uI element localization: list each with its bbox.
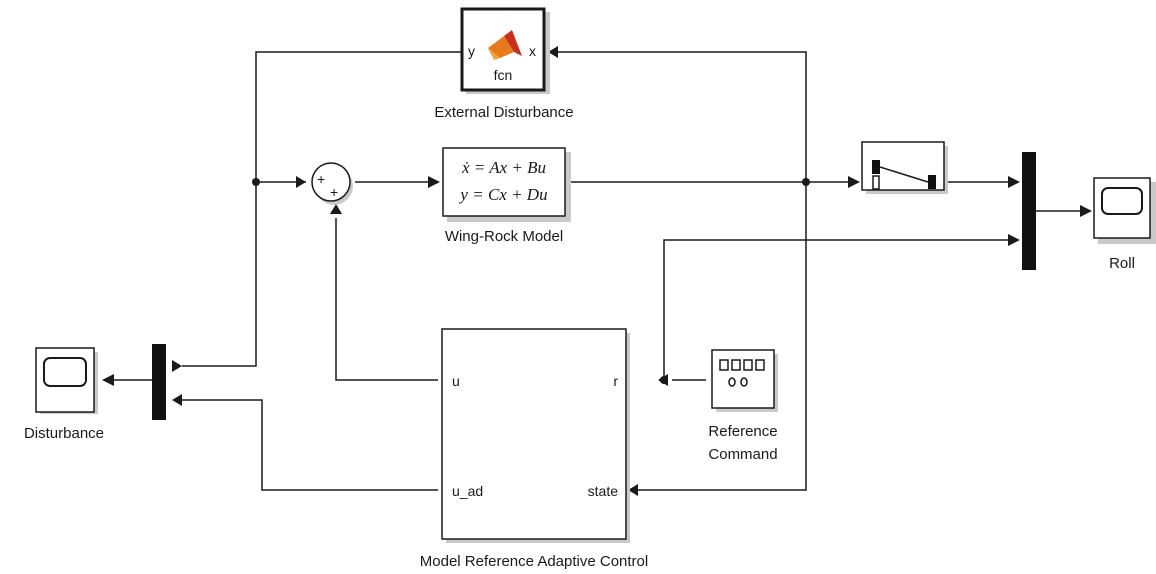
mrac-subsystem-block[interactable]: u u_ad r state: [441, 328, 630, 543]
disturbance-scope-block[interactable]: [35, 347, 98, 414]
roll-scope-block[interactable]: [1093, 177, 1156, 244]
line-ref-to-roll-mux[interactable]: [663, 239, 1012, 380]
arrowhead: [1080, 205, 1092, 217]
fcn-input-port-label: x: [529, 43, 536, 59]
wing-rock-model-label: Wing-Rock Model: [445, 228, 563, 245]
signal-editor-icon: [719, 359, 765, 387]
branch-point: [252, 178, 260, 186]
manual-switch-block[interactable]: [861, 141, 948, 194]
sum-sign-top: +: [317, 171, 325, 187]
arrowhead: [428, 176, 440, 188]
sum-sign-bottom: +: [330, 184, 338, 200]
arrowhead: [172, 360, 182, 372]
line-u-to-sum[interactable]: [335, 218, 438, 381]
arrowhead: [102, 374, 114, 386]
branch-point: [660, 376, 668, 384]
scope-screen-icon: [1101, 187, 1143, 215]
switch-output-icon: [928, 175, 936, 189]
arrowhead: [628, 484, 638, 496]
line-uad-to-mux[interactable]: [182, 399, 438, 491]
switch-lever-icon: [879, 166, 929, 183]
sum-block[interactable]: + +: [311, 162, 353, 205]
mrac-port-r: r: [613, 373, 618, 389]
arrowhead: [172, 394, 182, 406]
output-equation: y = Cx + Du: [458, 185, 547, 204]
external-disturbance-block[interactable]: y x fcn: [460, 7, 550, 94]
reference-command-label-line2: Command: [708, 446, 777, 463]
fcn-name-label: fcn: [494, 67, 513, 83]
mrac-port-state: state: [588, 483, 619, 499]
line-state-to-mrac[interactable]: [637, 182, 807, 491]
branch-points: [252, 178, 810, 384]
mrac-label: Model Reference Adaptive Control: [420, 553, 648, 570]
line-disturbance-to-mux[interactable]: [182, 51, 462, 367]
branch-point: [802, 178, 810, 186]
reference-command-label-line1: Reference: [708, 423, 777, 440]
line-state-to-fcn[interactable]: [557, 51, 807, 182]
fcn-output-port-label: y: [468, 43, 475, 59]
wing-rock-model-block[interactable]: ẋ = Ax + Bu y = Cx + Du: [442, 147, 571, 222]
signal-lines: [112, 51, 1082, 491]
switch-port-1-icon: [872, 160, 880, 174]
disturbance-label: Disturbance: [24, 425, 104, 442]
scope-screen-icon: [43, 357, 87, 387]
disturbance-mux-block[interactable]: [152, 344, 166, 420]
arrowhead: [296, 176, 306, 188]
reference-command-block[interactable]: [711, 349, 778, 412]
roll-mux-block[interactable]: [1022, 152, 1036, 270]
external-disturbance-label: External Disturbance: [434, 104, 573, 121]
arrowhead: [1008, 234, 1020, 246]
arrowhead: [548, 46, 558, 58]
mrac-port-u: u: [452, 373, 460, 389]
mrac-port-u-ad: u_ad: [452, 483, 483, 499]
arrowhead: [330, 204, 342, 214]
roll-label: Roll: [1109, 255, 1135, 272]
arrowhead: [1008, 176, 1020, 188]
matlab-logo-icon: [488, 30, 522, 60]
state-equation: ẋ = Ax + Bu: [461, 158, 546, 177]
arrowhead: [848, 176, 860, 188]
switch-port-2-icon: [872, 175, 880, 190]
